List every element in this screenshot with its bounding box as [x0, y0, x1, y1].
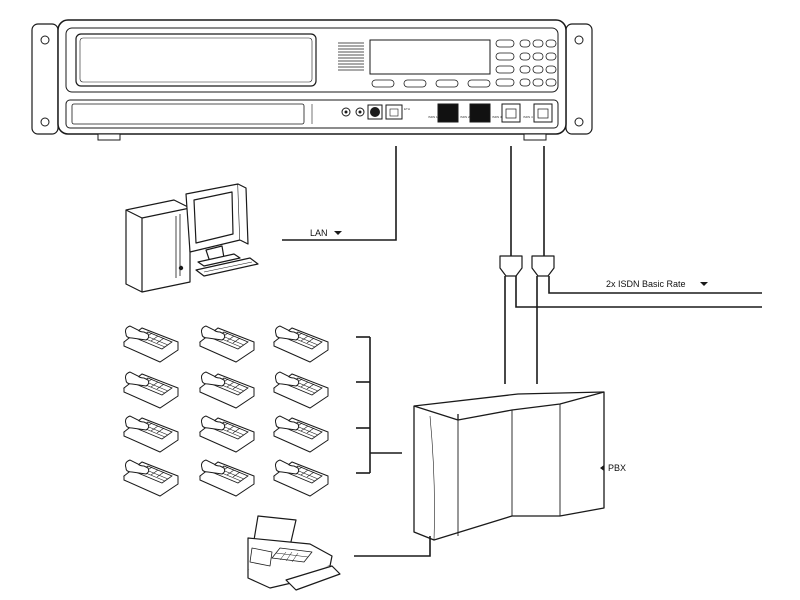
isdn-port-4-label: ISDN 4 — [523, 115, 533, 119]
device-foot — [97, 133, 121, 141]
phone-grid — [123, 325, 329, 497]
pbx-cabinet — [413, 391, 605, 541]
phone-icon — [273, 371, 329, 409]
phone-icon — [123, 371, 179, 409]
lan-connection-line — [282, 146, 397, 241]
phone-icon — [199, 325, 255, 363]
screw-hole-icon — [40, 117, 50, 127]
arrow-left-icon — [600, 465, 604, 471]
vent-grille — [338, 42, 364, 71]
gateway-device: ETH ISDN 1 ISDN 2 ISDN 3 ISDN 4 — [31, 19, 593, 141]
phone-icon — [273, 459, 329, 497]
pbx-label: PBX — [608, 463, 626, 473]
phone-icon — [273, 415, 329, 453]
isdn-port-1-label: ISDN 1 — [428, 115, 438, 119]
soft-keys — [371, 79, 491, 88]
computer-icon — [125, 183, 259, 293]
ethernet-port-label: ETH — [404, 107, 410, 111]
phone-icon — [199, 371, 255, 409]
lan-label: LAN — [310, 228, 328, 238]
screw-hole-icon — [40, 35, 50, 45]
pbx-connection-lines — [504, 276, 538, 384]
isdn-port-4 — [533, 103, 553, 123]
isdn-port-2-label: ISDN 2 — [460, 115, 470, 119]
navigation-keys — [495, 39, 515, 87]
isdn-label: 2x ISDN Basic Rate — [606, 279, 686, 289]
external-isdn-lines — [515, 276, 762, 308]
phone-icon — [199, 459, 255, 497]
phone-icon — [123, 415, 179, 453]
front-window — [75, 33, 317, 87]
lcd-display — [369, 39, 491, 75]
phone-bracket-lines — [356, 336, 402, 474]
isdn-port-3-label: ISDN 3 — [492, 115, 502, 119]
isdn-connection-lines — [510, 146, 545, 256]
phone-icon — [123, 459, 179, 497]
card-slot — [71, 103, 305, 125]
phone-icon — [123, 325, 179, 363]
keypad — [519, 39, 557, 87]
phone-icon — [273, 325, 329, 363]
phone-icon — [199, 415, 255, 453]
ntba-adapter-icon — [499, 255, 555, 277]
ethernet-port-icon — [385, 104, 403, 120]
screw-hole-icon — [574, 117, 584, 127]
screw-hole-icon — [574, 35, 584, 45]
arrow-down-icon — [700, 282, 708, 286]
isdn-port-3 — [501, 103, 521, 123]
fax-connection-line — [354, 536, 431, 557]
isdn-port-2 — [469, 103, 491, 123]
isdn-port-1 — [437, 103, 459, 123]
arrow-down-icon — [334, 231, 342, 235]
device-foot — [523, 133, 547, 141]
fax-machine-icon — [247, 515, 341, 591]
